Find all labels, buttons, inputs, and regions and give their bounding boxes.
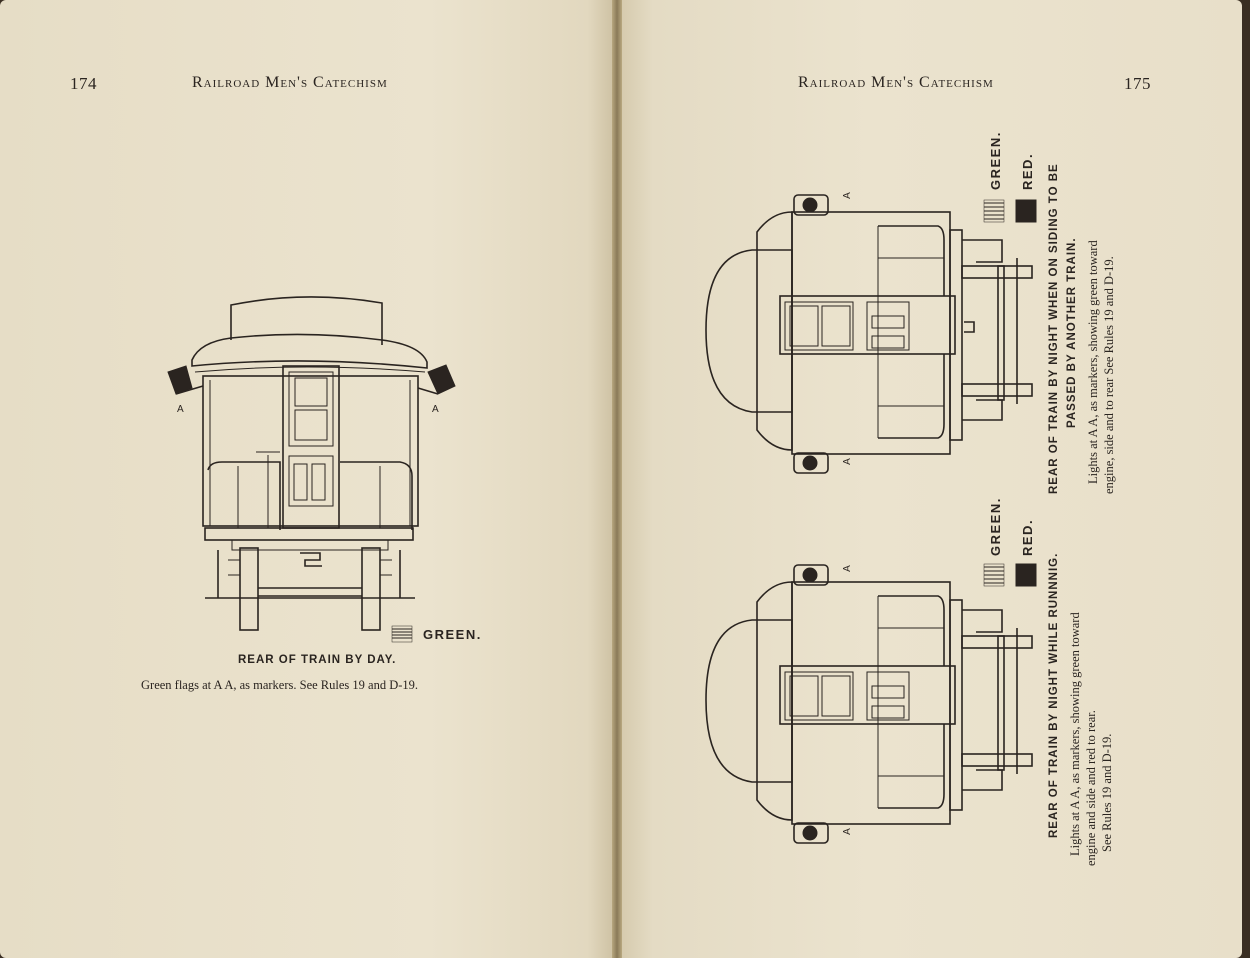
book-gutter [612, 0, 622, 958]
marker-label-a-left: A [177, 404, 184, 415]
running-head: Railroad Men's Catechism [192, 74, 388, 91]
legend-green-label: GREEN. [988, 131, 1003, 190]
running-head: Railroad Men's Catechism [798, 74, 994, 91]
marker-label-a: A [841, 458, 853, 465]
page-number: 174 [70, 74, 97, 93]
right-page: Railroad Men's Catechism 175 [622, 0, 1242, 958]
figure-caption: Green flags at A A, as markers. See Rule… [141, 678, 419, 692]
legend-red-label: RED. [1020, 518, 1035, 556]
figure-caption-line2: engine, side and to rear See Rules 19 an… [1102, 256, 1116, 494]
figure-caption: Lights at A A, as markers, showing green… [1068, 612, 1082, 856]
legend-red-label: RED. [1020, 152, 1035, 190]
marker-label-a-right: A [432, 404, 439, 415]
figure-caption-line3: See Rules 19 and D-19. [1100, 733, 1114, 852]
figure-title-line2: PASSED BY ANOTHER TRAIN. [1066, 237, 1078, 428]
rear-car-day-illustration [167, 296, 456, 643]
figure-title: REAR OF TRAIN BY NIGHT WHEN ON SIDING TO… [1048, 163, 1060, 494]
marker-label-a: A [841, 565, 853, 572]
rear-car-night-running-illustration [705, 563, 1037, 844]
figure-caption-line2: engine and side and red to rear. [1084, 710, 1098, 866]
rear-car-night-siding-illustration [705, 194, 1037, 474]
figure-title: REAR OF TRAIN BY NIGHT WHILE RUNNNIG. [1048, 552, 1060, 838]
left-page: 174 Railroad Men's Catechism [0, 0, 612, 958]
marker-label-a: A [841, 192, 853, 199]
page-number: 175 [1124, 74, 1151, 93]
legend-green-label: GREEN. [423, 627, 482, 642]
legend-green-label: GREEN. [988, 497, 1003, 556]
marker-label-a: A [841, 828, 853, 835]
figure-title: REAR OF TRAIN BY DAY. [238, 654, 397, 666]
figure-caption: Lights at A A, as markers, showing green… [1086, 240, 1100, 484]
green-swatch [391, 625, 413, 643]
